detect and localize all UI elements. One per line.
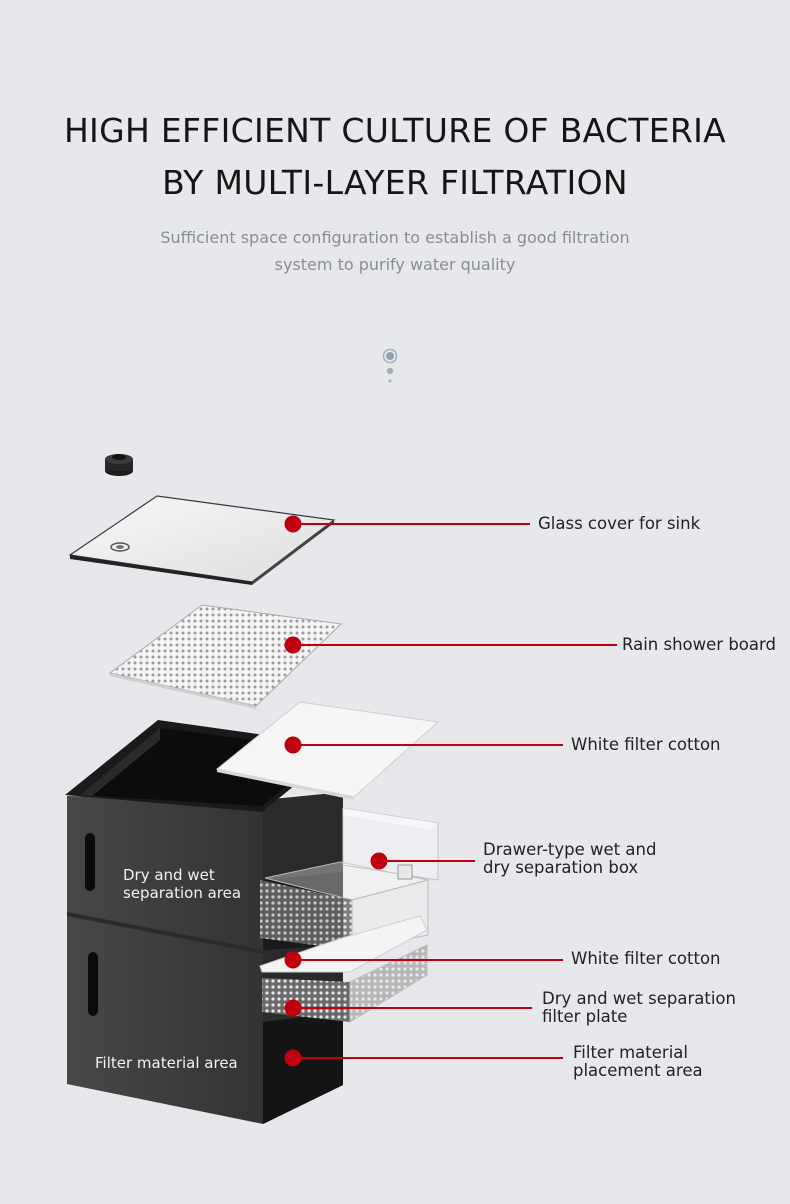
marker-dot-icon [284,636,302,654]
callout-drawer-box: Drawer-type wet and dry separation box [483,841,656,877]
title-line-2: BY MULTI-LAYER FILTRATION [162,163,628,202]
callout-white-filter-cotton-top: White filter cotton [571,736,721,754]
callout-filter-material-area: Filter material placement area [573,1044,703,1080]
marker-dot-icon [370,852,388,870]
page-title: HIGH EFFICIENT CULTURE OF BACTERIA BY MU… [0,105,790,209]
callout-drawer-box-line-1: Drawer-type wet and [483,840,657,859]
marker-dot-icon [284,951,302,969]
marker-dot-icon [284,1049,302,1067]
callout-white-filter-cotton-bottom: White filter cotton [571,950,721,968]
callout-filter-material-area-line-1: Filter material [573,1043,688,1062]
page-subtitle: Sufficient space configuration to establ… [0,224,790,278]
scroll-indicator-icon [382,348,398,383]
area-label-lower: Filter material area [95,1054,238,1072]
callout-drawer-box-line-2: dry separation box [483,858,639,877]
callout-separation-plate: Dry and wet separation filter plate [542,990,736,1026]
inlet-cap-icon [105,454,133,476]
callout-glass-cover-text: Glass cover for sink [538,514,701,533]
callout-separation-plate-line-2: filter plate [542,1007,628,1026]
callout-rain-shower-board: Rain shower board [622,636,776,654]
area-label-upper-line-2: separation area [123,884,242,902]
subtitle-line-2: system to purify water quality [274,255,516,274]
callout-separation-plate-line-1: Dry and wet separation [542,989,736,1008]
glass-cover-part [68,495,336,585]
callout-white-filter-cotton-bottom-text: White filter cotton [571,949,721,968]
white-filter-cotton-bottom-part [259,915,428,973]
marker-dot-icon [284,515,302,533]
title-line-1: HIGH EFFICIENT CULTURE OF BACTERIA [63,111,727,150]
rain-shower-board-part [108,604,343,709]
callout-filter-material-area-line-2: placement area [573,1061,703,1080]
subtitle-line-1: Sufficient space configuration to establ… [160,228,630,247]
marker-dot-icon [284,999,302,1017]
white-filter-cotton-top-part [215,701,440,800]
area-label-upper: Dry and wet separation area [123,866,241,902]
area-label-upper-line-1: Dry and wet [123,866,215,884]
marker-dot-icon [284,736,302,754]
callout-white-filter-cotton-top-text: White filter cotton [571,735,721,754]
callout-glass-cover: Glass cover for sink [538,515,700,533]
callout-rain-shower-board-text: Rain shower board [622,635,776,654]
